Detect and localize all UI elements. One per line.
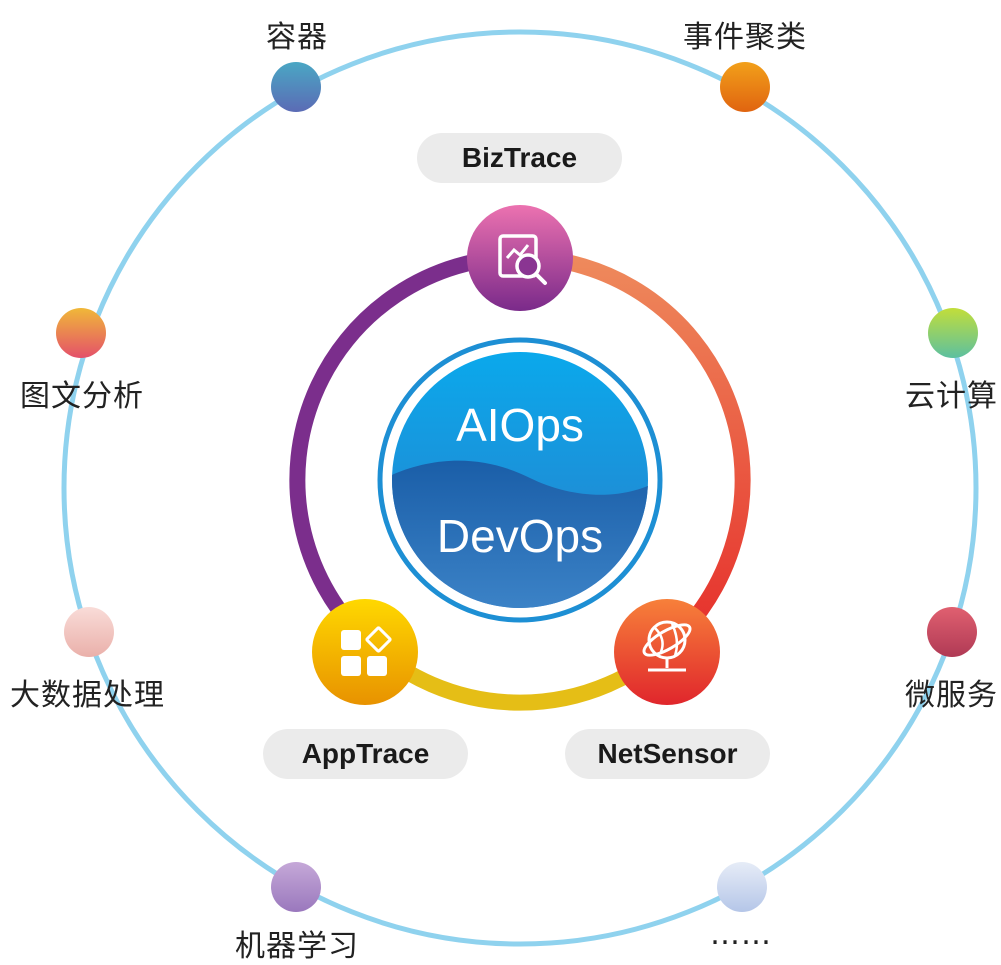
outer-ring <box>61 29 979 947</box>
biztrace-node <box>467 205 573 311</box>
netsensor-pill: NetSensor <box>565 729 770 779</box>
cloud-computing-label: 云计算 <box>905 379 998 414</box>
app-blocks-icon <box>341 626 392 676</box>
image-text-analysis-dot <box>56 308 106 358</box>
container-dot <box>271 62 321 112</box>
netsensor-node <box>614 599 720 705</box>
biztrace-pill: BizTrace <box>417 133 622 183</box>
machine-learning-label: 机器学习 <box>235 929 359 964</box>
big-data-dot <box>64 607 114 657</box>
cloud-computing-dot <box>928 308 978 358</box>
inner-arc-purple <box>289 249 521 644</box>
apptrace-pill: AppTrace <box>263 729 468 779</box>
more-label: …… <box>710 917 772 952</box>
aiops-label: AIOps <box>456 399 584 451</box>
network-globe-icon <box>642 620 692 672</box>
microservices-label: 微服务 <box>905 678 998 713</box>
microservices-dot <box>927 607 977 657</box>
big-data-label: 大数据处理 <box>10 678 165 713</box>
event-clustering-dot <box>720 62 770 112</box>
core-circle <box>377 337 663 623</box>
image-text-analysis-label: 图文分析 <box>20 379 144 414</box>
apptrace-node <box>312 599 418 705</box>
more-dot <box>717 862 767 912</box>
event-clustering-label: 事件聚类 <box>683 20 807 55</box>
chart-search-icon <box>498 234 547 285</box>
inner-arc-orange <box>519 249 751 644</box>
container-label: 容器 <box>266 20 328 55</box>
machine-learning-dot <box>271 862 321 912</box>
devops-label: DevOps <box>436 510 604 562</box>
